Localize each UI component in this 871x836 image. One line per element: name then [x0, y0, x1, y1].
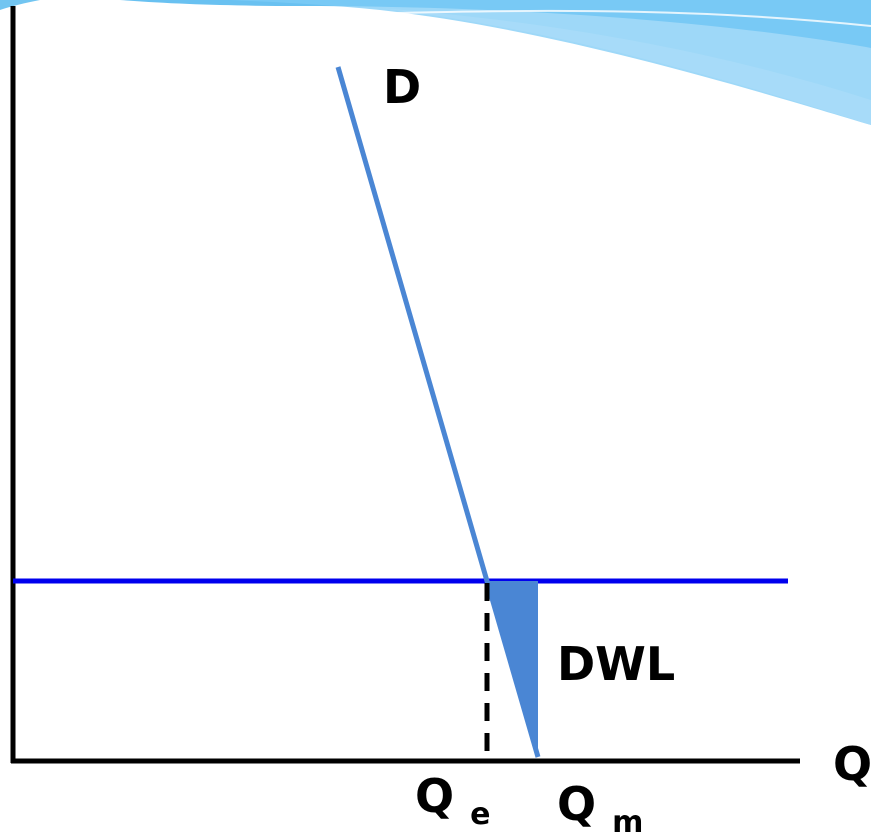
swoosh-mid	[230, 0, 871, 125]
qe-label-subscript: e	[470, 797, 490, 832]
swoosh-corner	[0, 0, 40, 10]
qe-label: Q e	[415, 769, 490, 832]
qm-label-subscript: m	[612, 805, 643, 836]
demand-line	[335, 66, 541, 758]
dwl-label: DWL	[557, 637, 675, 691]
qe-label-main: Q	[415, 769, 454, 823]
qm-label-main: Q	[557, 777, 596, 831]
demand-label: D	[383, 60, 421, 114]
swoosh-highlight	[359, 9, 871, 27]
background-swoosh	[0, 0, 871, 125]
qm-label: Q m	[557, 777, 643, 836]
x-axis-label: Q	[833, 737, 871, 791]
